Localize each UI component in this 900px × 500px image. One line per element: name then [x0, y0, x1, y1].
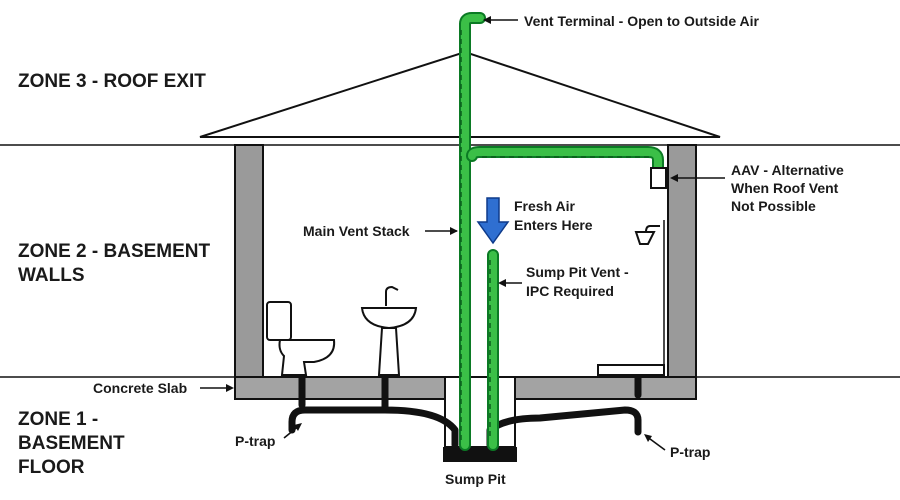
aav-label-line1: AAV - Alternative [731, 162, 844, 178]
p-trap-right-label: P-trap [670, 444, 710, 460]
zone-1-label-line2: BASEMENT [18, 433, 125, 454]
air-admittance-valve-icon [650, 167, 667, 189]
aav-label-line2: When Roof Vent [731, 180, 839, 196]
zone-3-label: ZONE 3 - ROOF EXIT [18, 71, 206, 92]
concrete-slab-right [514, 376, 697, 400]
shower-head-icon [597, 220, 665, 376]
main-vent-stack-label: Main Vent Stack [303, 223, 410, 239]
callout-arrows [200, 16, 725, 451]
aav-label-line3: Not Possible [731, 198, 816, 214]
sump-pit-label: Sump Pit [445, 471, 506, 487]
toilet-icon [266, 301, 336, 376]
main-vent-stack-fill [461, 14, 484, 449]
sump-pit-vent-label-line1: Sump Pit Vent - [526, 264, 629, 280]
zone-2-label-line2: WALLS [18, 265, 85, 286]
fresh-air-label-line1: Fresh Air [514, 198, 575, 214]
down-arrow-icon [476, 197, 510, 245]
sink-icon [360, 285, 418, 376]
left-wall [234, 144, 264, 378]
sump-pit-base [443, 447, 517, 462]
zone-2-label-line1: ZONE 2 - BASEMENT [18, 241, 211, 262]
fresh-air-label-line2: Enters Here [514, 217, 593, 233]
zone-1-label-line3: FLOOR [18, 457, 85, 478]
right-wall [667, 144, 697, 378]
aav-branch-fill [468, 148, 662, 172]
zone-1-label-line1: ZONE 1 - [18, 409, 98, 430]
sump-pit-vent-label-line2: IPC Required [526, 283, 614, 299]
p-trap-left-label: P-trap [235, 433, 275, 449]
concrete-slab-left [234, 376, 446, 400]
concrete-slab-label: Concrete Slab [93, 380, 187, 396]
vent-terminal-label: Vent Terminal - Open to Outside Air [524, 13, 759, 29]
